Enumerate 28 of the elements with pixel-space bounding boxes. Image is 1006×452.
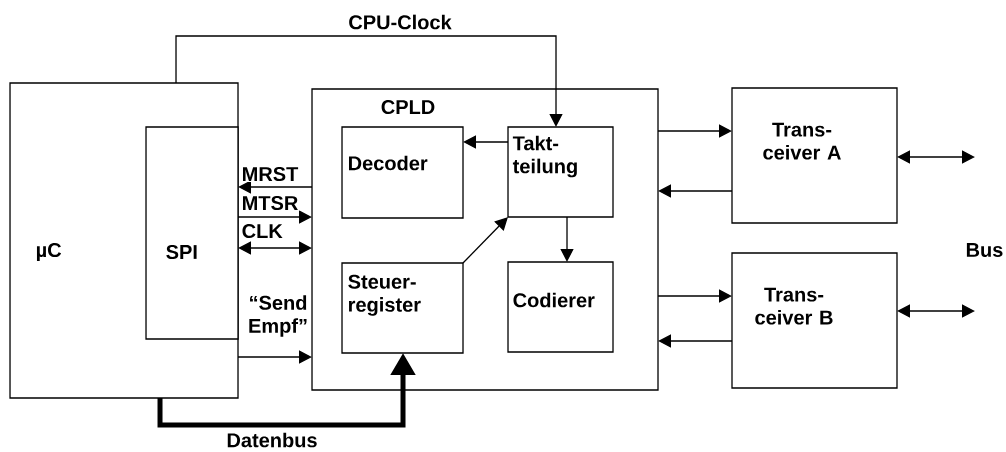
arrow [463, 135, 509, 149]
edge-label: CLK [240, 222, 284, 240]
transceiver-box: Trans- ceiver A [731, 87, 898, 224]
block-box: Codierer [507, 261, 614, 353]
arrow [657, 124, 732, 138]
transceiver-box: Trans- ceiver B [731, 252, 898, 389]
arrow [175, 35, 563, 127]
arrow [237, 210, 312, 224]
block-box: Decoder [341, 126, 464, 219]
block-box: Takt- teilung [507, 126, 614, 218]
arrow [560, 216, 574, 262]
interface-box: SPI [145, 126, 239, 340]
arrow [657, 289, 732, 303]
arrow [897, 304, 975, 318]
arrow [237, 350, 312, 364]
arrow [658, 184, 733, 198]
block-box: Steuer- register [341, 262, 464, 354]
edge-label: MRST [240, 165, 300, 183]
edge-label: CPU-Clock [347, 13, 453, 31]
arrow [897, 150, 975, 164]
bus-label: Bus [966, 243, 1003, 257]
arrow [462, 217, 508, 264]
arrow [238, 180, 313, 194]
arrow [658, 334, 733, 348]
arrow [238, 241, 312, 255]
edge-label: MTSR [240, 194, 300, 212]
edge-label: “Send Empf” [245, 294, 311, 338]
edge-label: Datenbus [225, 431, 319, 449]
